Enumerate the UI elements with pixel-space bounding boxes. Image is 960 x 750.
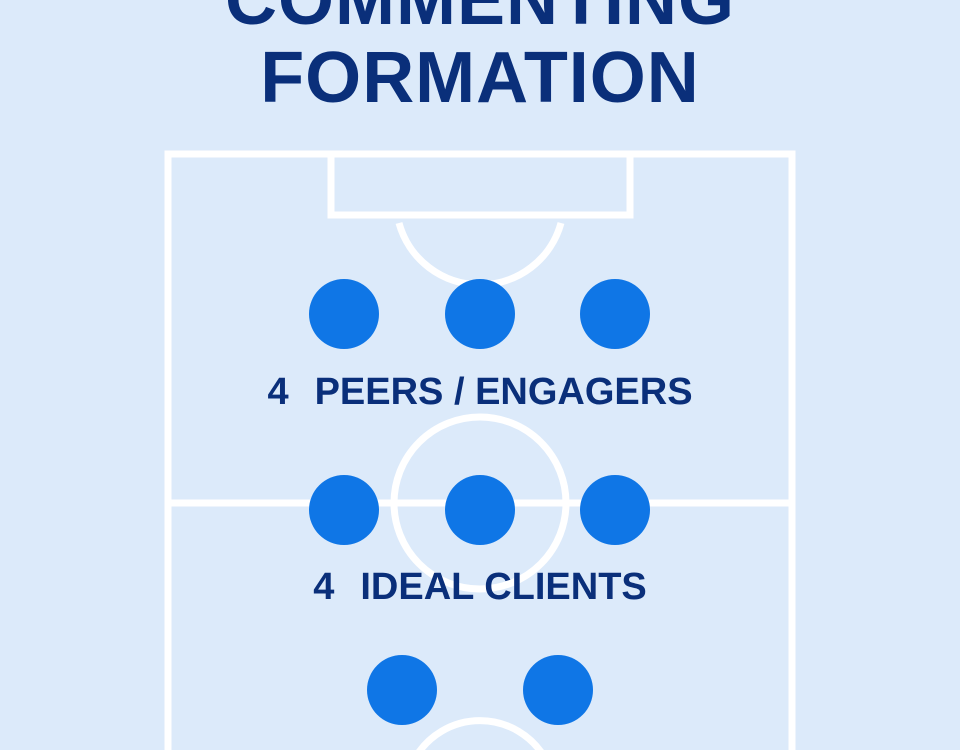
page-title-line-2: FORMATION <box>260 38 700 118</box>
player-dot <box>309 475 379 545</box>
player-dot <box>309 279 379 349</box>
group-count-peers: 4 <box>267 371 289 413</box>
player-dot <box>445 475 515 545</box>
player-dot <box>523 655 593 725</box>
group-label-clients: 4 IDEAL CLIENTS <box>0 565 960 609</box>
player-dot <box>367 655 437 725</box>
player-dot <box>445 279 515 349</box>
group-count-clients: 4 <box>313 566 335 608</box>
pitch-outline <box>164 150 796 750</box>
player-dots <box>309 279 650 725</box>
player-dot <box>580 279 650 349</box>
bottom-penalty-arc <box>416 717 544 750</box>
center-circle <box>390 413 570 593</box>
page-title-line-1: COMMENTING <box>225 0 735 40</box>
group-name-peers: PEERS / ENGAGERS <box>314 371 693 413</box>
penalty-arc <box>395 222 565 289</box>
pitch-markings <box>164 150 796 750</box>
group-name-clients: IDEAL CLIENTS <box>360 566 647 608</box>
penalty-box <box>327 150 634 219</box>
group-label-peers: 4 PEERS / ENGAGERS <box>0 370 960 414</box>
player-dot <box>580 475 650 545</box>
